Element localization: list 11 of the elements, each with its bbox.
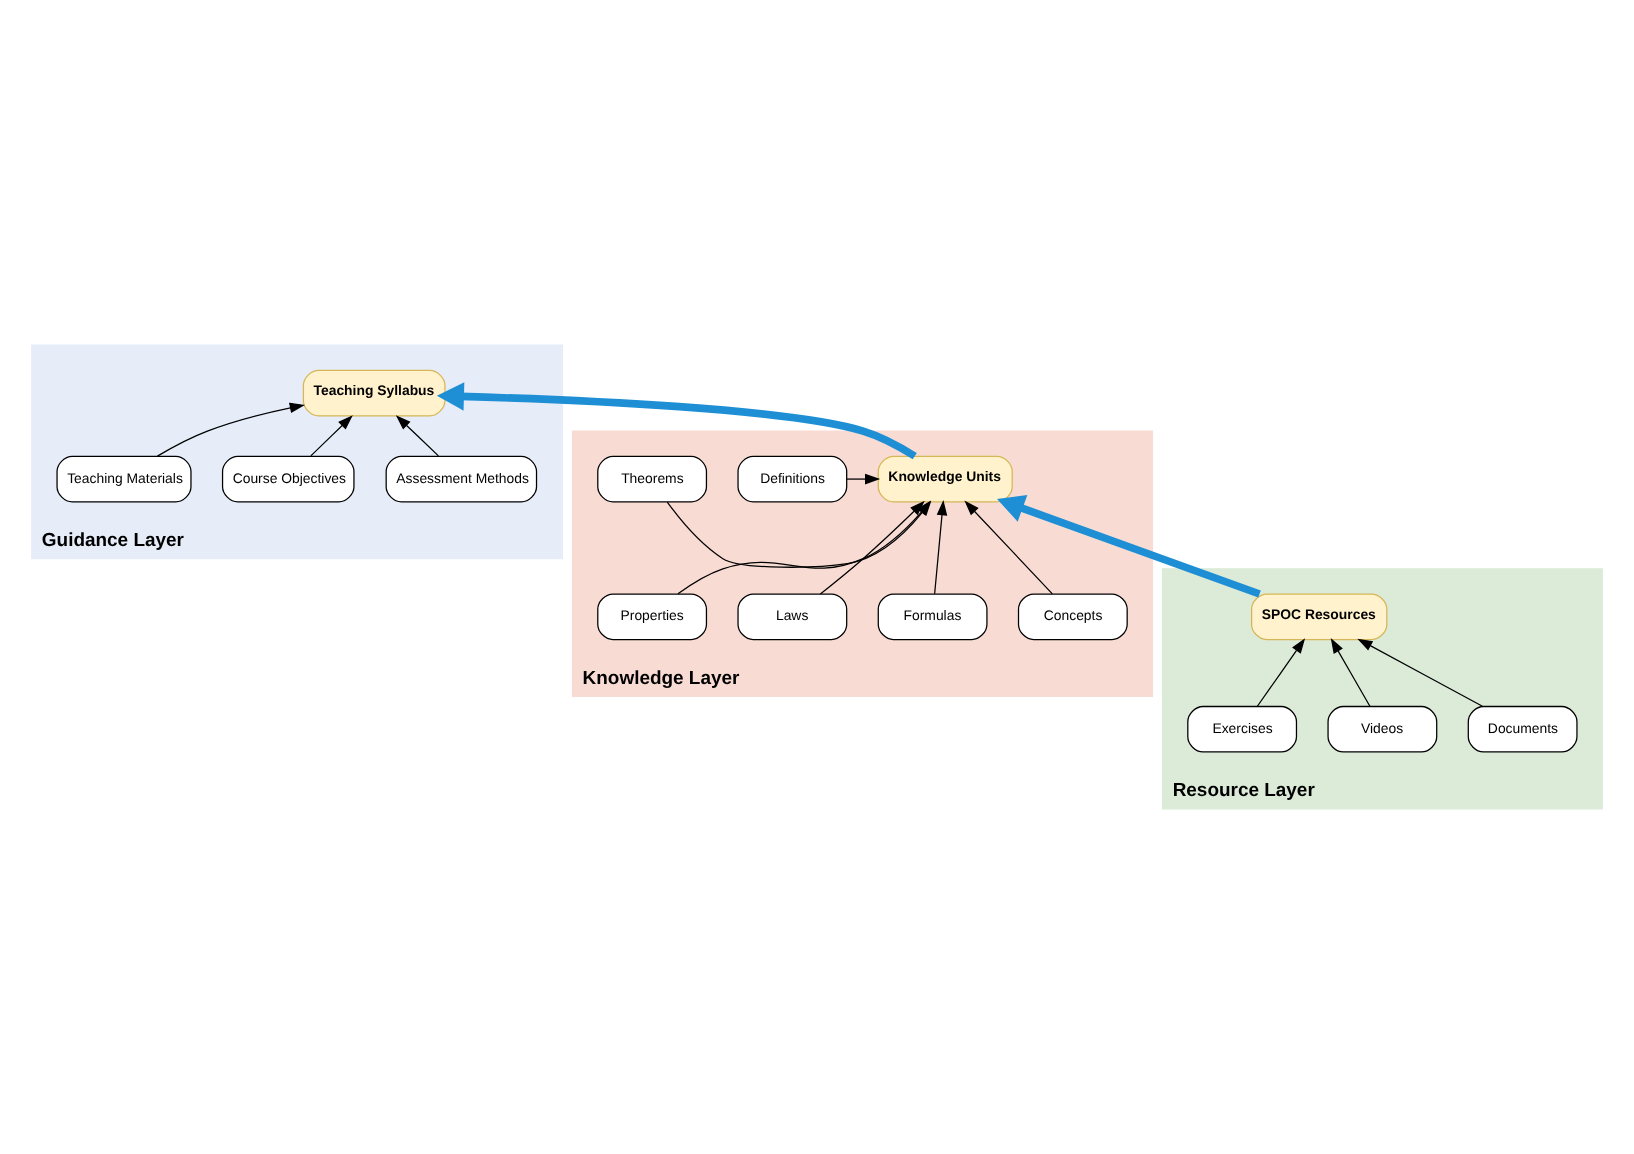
arrow	[1357, 638, 1484, 707]
arrow	[310, 415, 353, 457]
arrow	[997, 494, 1261, 598]
arrow	[846, 473, 881, 485]
arrow	[1256, 638, 1306, 707]
arrow	[964, 500, 1053, 595]
arrow	[436, 382, 917, 460]
arrow	[934, 500, 948, 595]
arrow	[156, 402, 305, 457]
arrow	[1330, 638, 1371, 707]
arrow	[395, 415, 440, 457]
